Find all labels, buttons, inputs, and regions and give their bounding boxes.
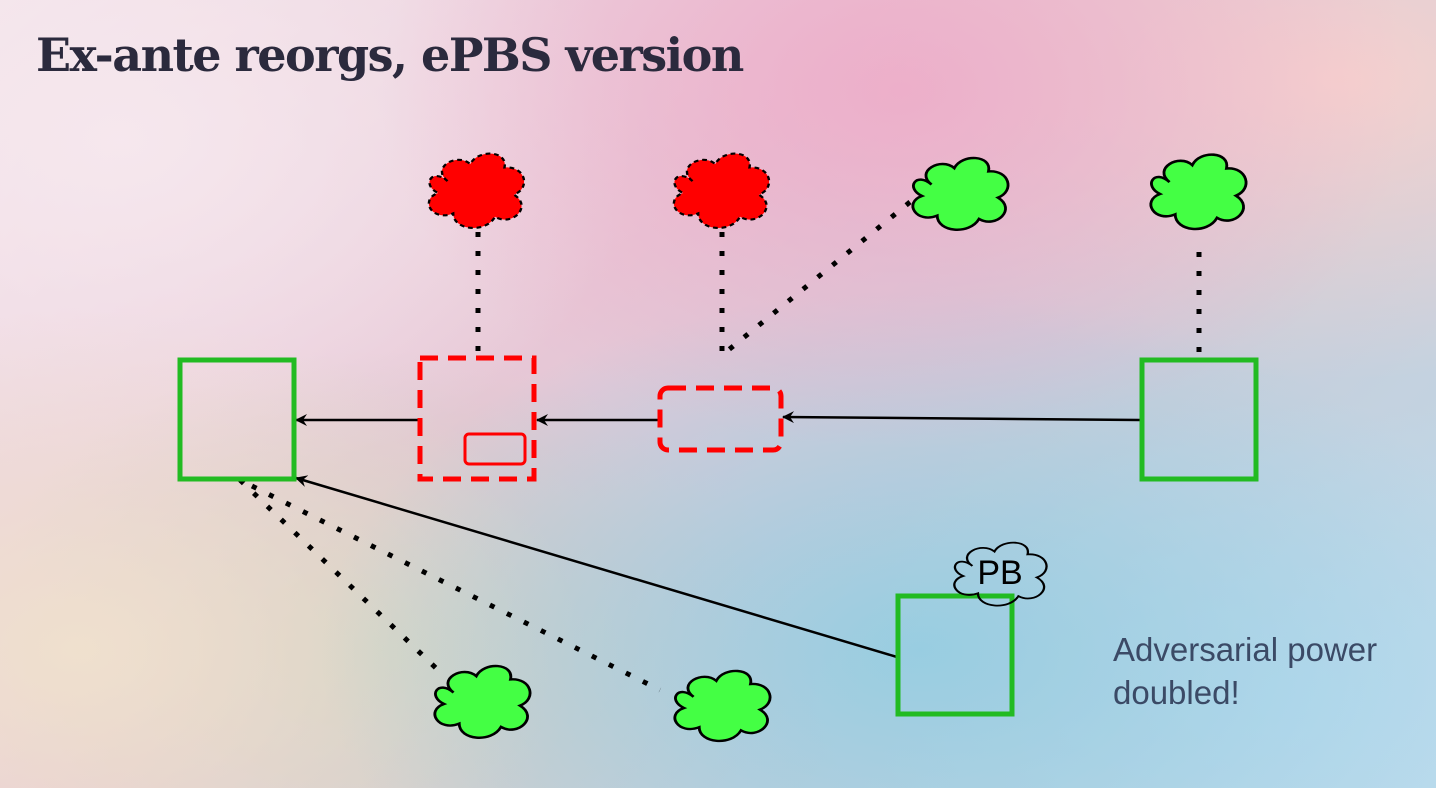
- adversarial-block-empty: [657, 385, 784, 453]
- adversarial-cloud-2: [672, 152, 771, 230]
- dotted-link-3: [724, 200, 912, 354]
- honest-block-left: [177, 357, 297, 482]
- arrow-3: [782, 411, 1141, 424]
- slide-title: Ex-ante reorgs, ePBS version: [36, 28, 744, 82]
- honest-cloud-2: [1149, 153, 1248, 231]
- honest-block-right: [1139, 357, 1259, 482]
- dotted-link-5: [238, 478, 440, 672]
- honest-cloud-4: [673, 669, 772, 743]
- pb-label: PB: [977, 554, 1022, 592]
- adversarial-block: [417, 355, 537, 482]
- annotation-note: Adversarial power doubled!: [1113, 628, 1433, 714]
- dotted-link-6: [250, 483, 662, 693]
- adversarial-cloud-1: [427, 152, 526, 230]
- note-line-2: doubled!: [1113, 674, 1240, 711]
- adversarial-payload: [463, 432, 527, 466]
- honest-cloud-1: [911, 156, 1010, 232]
- arrow-4: [295, 475, 898, 659]
- honest-block-bottom: [895, 593, 1015, 717]
- note-line-1: Adversarial power: [1113, 631, 1378, 668]
- honest-cloud-3: [433, 664, 532, 740]
